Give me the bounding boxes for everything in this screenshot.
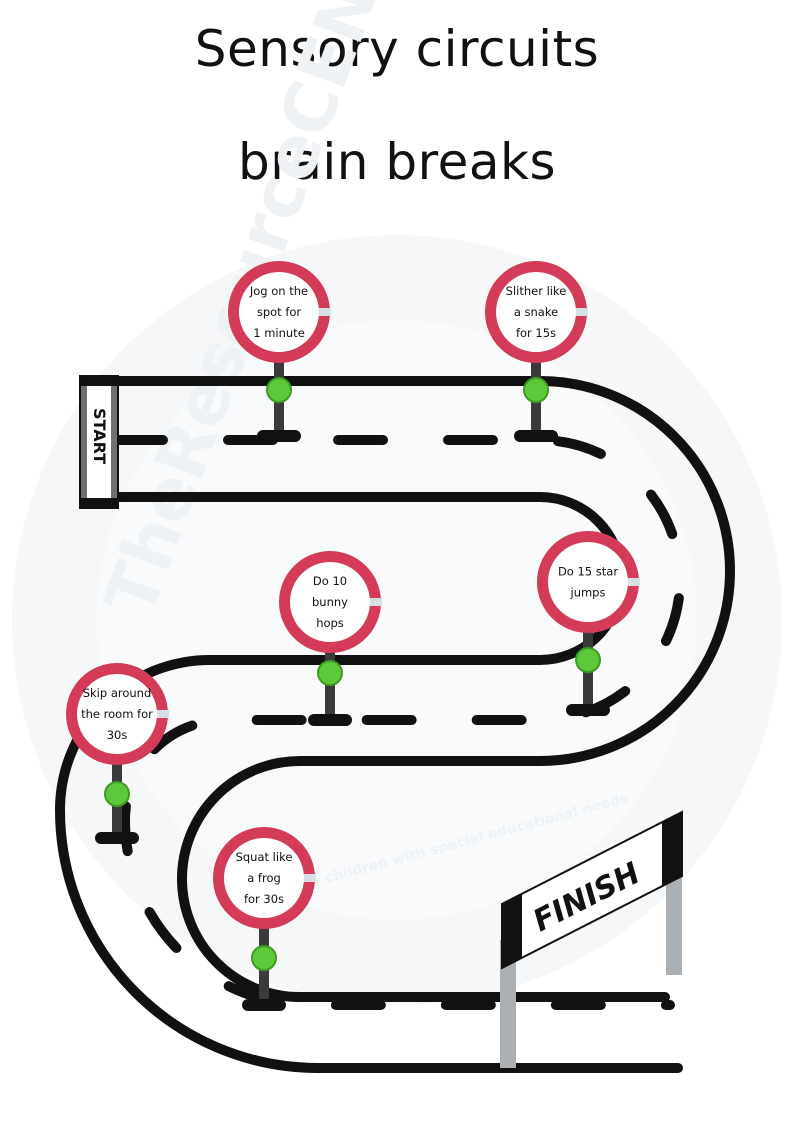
start-flag: START: [79, 375, 119, 509]
sign-face: [548, 542, 628, 622]
sign-text-line: Jog on the: [249, 284, 308, 298]
sign-star: Do 15 star jumps: [537, 531, 640, 716]
sign-text-line: for 15s: [516, 326, 556, 340]
sign-text-line: Squat like: [236, 850, 293, 864]
sign-light: [523, 377, 549, 403]
sign-text-line: a snake: [514, 305, 558, 319]
sign-text-line: 30s: [107, 728, 128, 742]
sign-text-line: spot for: [257, 305, 302, 319]
sign-light: [104, 781, 130, 807]
page-title-line-2: brain breaks: [237, 133, 556, 191]
sign-base: [242, 999, 286, 1011]
sign-text-line: hops: [316, 616, 344, 630]
sign-text-line: Skip around: [83, 686, 152, 700]
start-label: START: [90, 408, 109, 464]
sign-face: [496, 272, 576, 352]
sign-light: [266, 377, 292, 403]
sign-squat: Squat like a frog for 30s: [213, 827, 316, 1011]
sign-base: [566, 704, 610, 716]
sign-base: [514, 430, 558, 442]
page-title-line-1: Sensory circuits: [194, 20, 600, 78]
sign-face: [224, 838, 304, 918]
activity-signs: Jog on the spot for 1 minute Slither like a …: [66, 261, 640, 1011]
sign-text-line: the room for: [81, 707, 153, 721]
sign-jog: Jog on the spot for 1 minute: [228, 261, 331, 442]
sign-base: [308, 714, 352, 726]
sign-text-line: Slither like: [506, 284, 567, 298]
finish-gate: FINISH: [500, 810, 683, 1068]
sign-text-line: a frog: [247, 871, 281, 885]
sign-base: [95, 832, 139, 844]
sign-text-line: jumps: [570, 586, 606, 600]
sign-skip: Skip around the room for 30s: [66, 663, 169, 844]
sign-text-line: for 30s: [244, 892, 284, 906]
sign-text-line: bunny: [312, 595, 348, 609]
sign-face: [239, 272, 319, 352]
sign-text-line: Do 15 star: [558, 565, 618, 579]
sign-light: [317, 660, 343, 686]
sign-face: [290, 562, 370, 642]
sign-base: [257, 430, 301, 442]
sign-slither: Slither like a snake for 15s: [485, 261, 588, 442]
sign-light: [251, 945, 277, 971]
sign-text-line: Do 10: [313, 574, 347, 588]
sign-light: [575, 647, 601, 673]
sign-text-line: 1 minute: [253, 326, 305, 340]
sign-bunny: Do 10 bunny hops: [279, 551, 382, 726]
sign-face: [77, 674, 157, 754]
